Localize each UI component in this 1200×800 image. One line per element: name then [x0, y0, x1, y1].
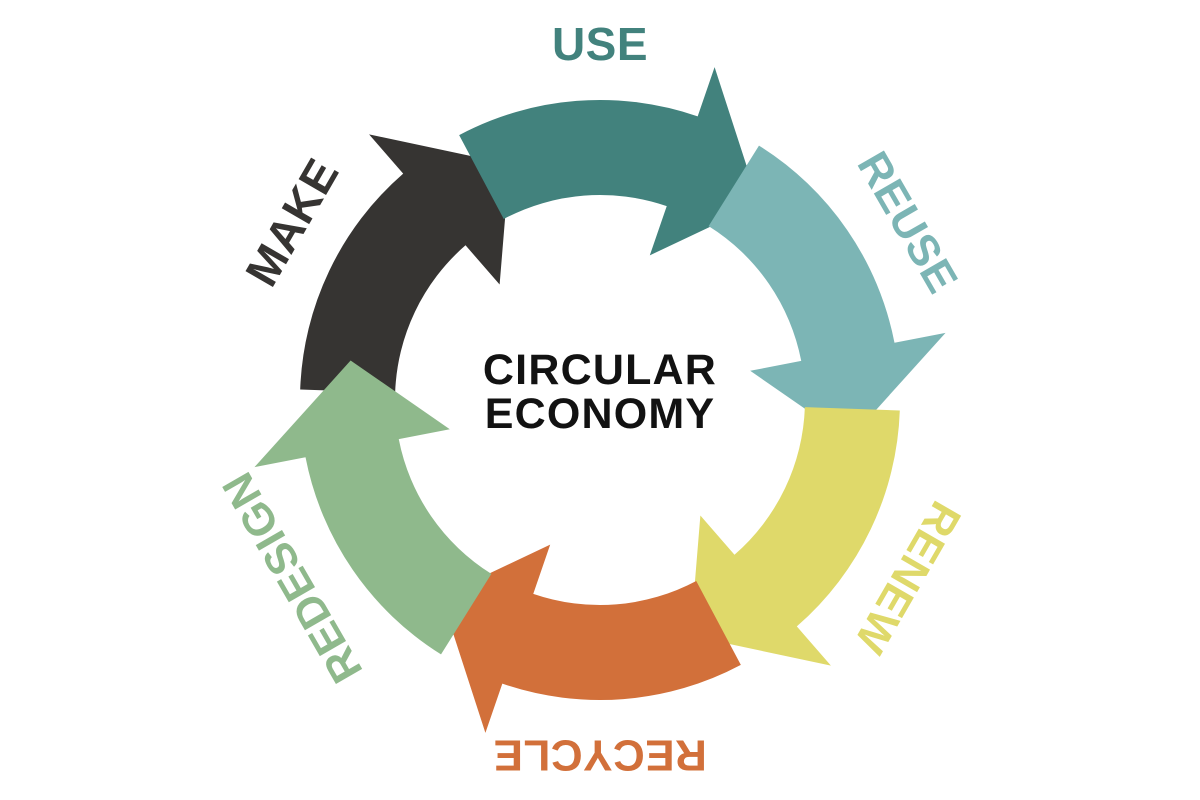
center-title-line-1: CIRCULAR	[483, 346, 717, 394]
center-title-line-2: ECONOMY	[485, 390, 716, 438]
cycle-arrow-renew	[690, 407, 900, 666]
center-title-group: CIRCULAR ECONOMY	[483, 346, 717, 438]
cycle-arrow-reuse	[708, 145, 946, 440]
cycle-arrow-make	[300, 134, 510, 393]
arrow-ring-group	[254, 67, 946, 733]
stage-label-use: USE	[552, 18, 648, 70]
cycle-arrow-use	[459, 67, 759, 256]
stage-label-recycle: RECYCLE	[493, 730, 707, 779]
cycle-arrow-recycle	[441, 544, 741, 733]
cycle-arrow-redesign	[254, 360, 492, 655]
